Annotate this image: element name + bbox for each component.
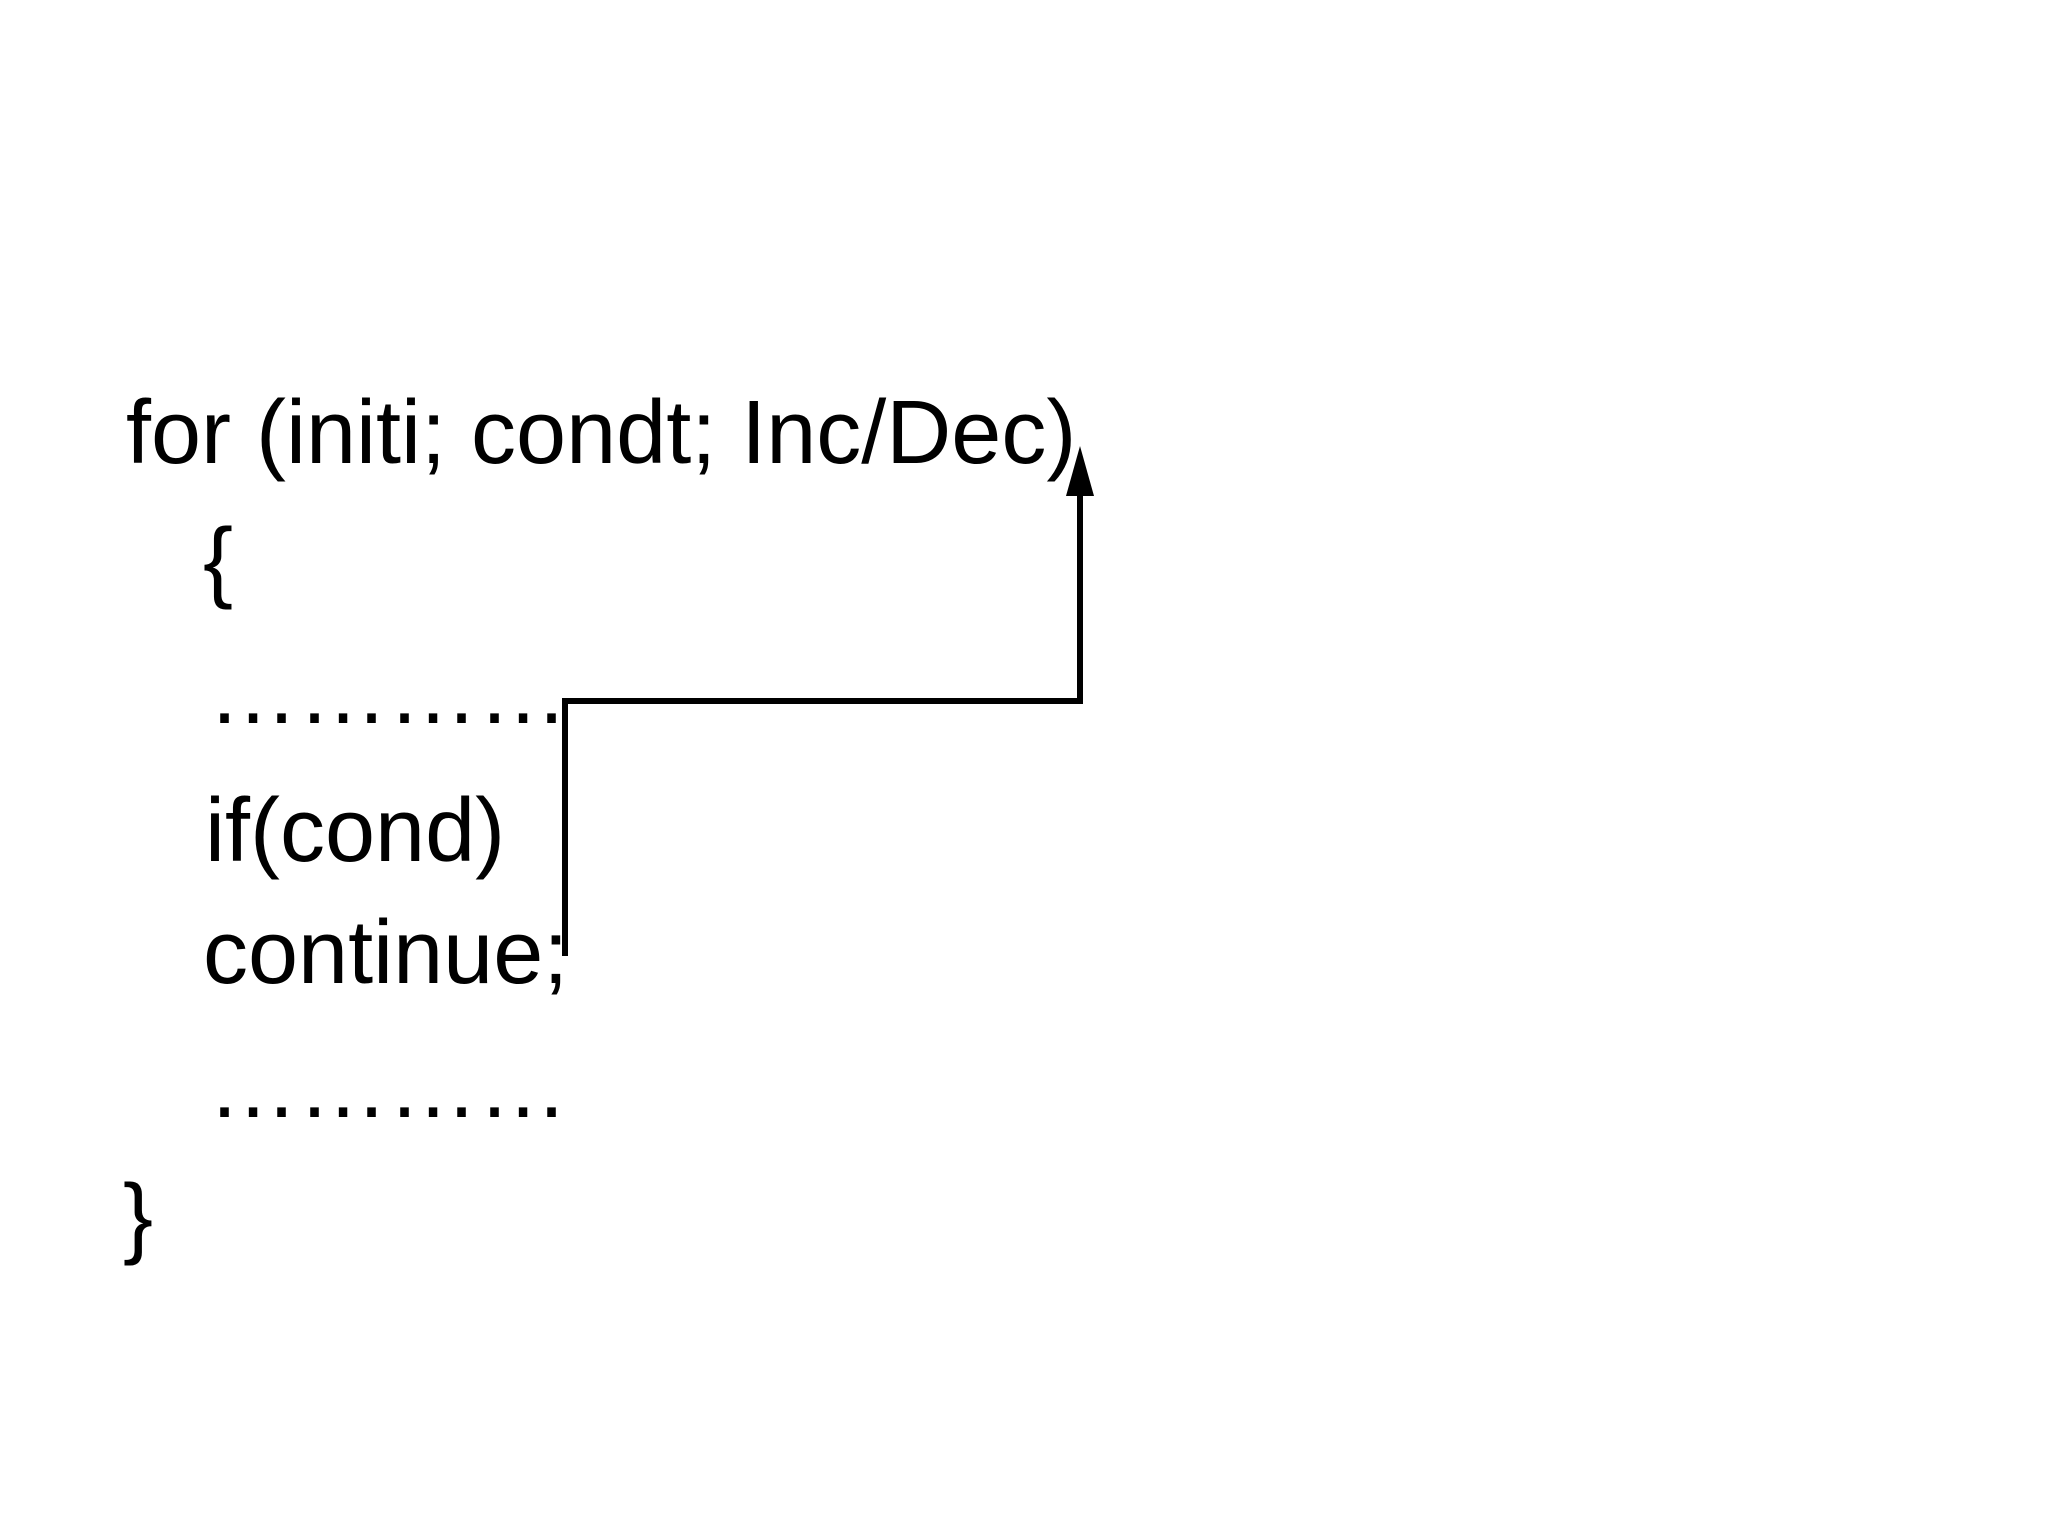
continue-to-incdec-arrow	[562, 446, 1094, 956]
code-line-ellipsis-1: …………	[208, 643, 568, 743]
code-line-for-statement: for (initi; condt; Inc/Dec)	[126, 383, 1077, 483]
code-line-continue-statement: continue;	[203, 903, 569, 1003]
arrow-elbow-line	[562, 490, 1083, 956]
code-line-close-brace: }	[123, 1167, 154, 1267]
arrow-head-icon	[1066, 446, 1094, 496]
code-line-open-brace: {	[203, 511, 234, 611]
code-line-ellipsis-2: …………	[208, 1037, 568, 1137]
code-line-if-statement: if(cond)	[205, 781, 506, 881]
